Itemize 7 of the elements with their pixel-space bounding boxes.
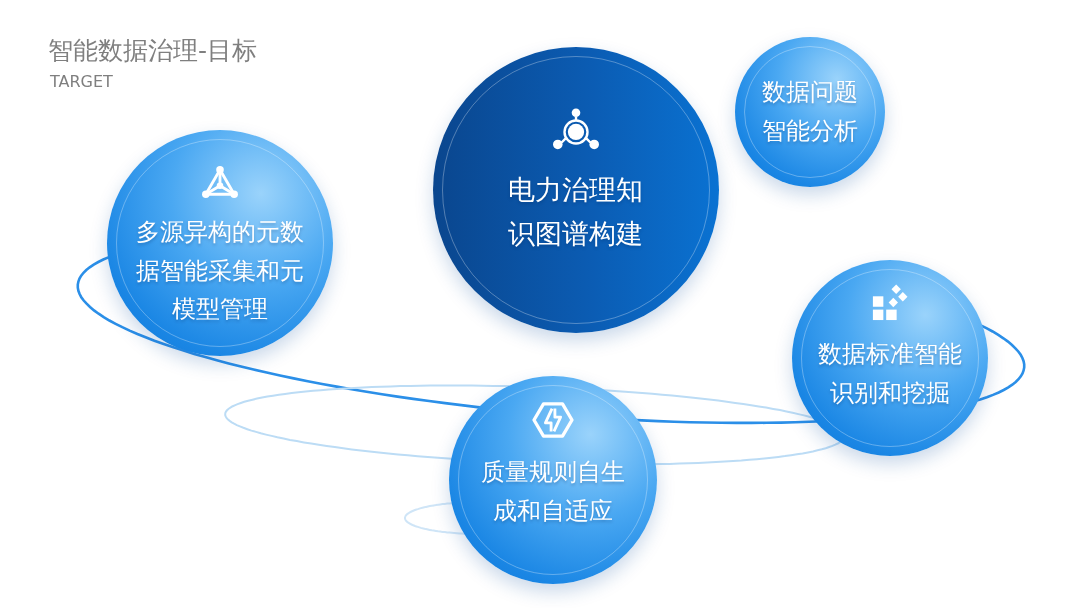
goal-text: 电力治理知识图谱构建 xyxy=(507,173,645,251)
goal-text: 数据问题智能分析 xyxy=(761,77,859,147)
goal-text: 质量规则自生成和自适应 xyxy=(480,457,626,527)
goal-text: 数据标准智能识别和挖掘 xyxy=(817,339,963,409)
title: 智能数据治理-目标 xyxy=(48,36,258,66)
goal-text: 多源异构的元数据智能采集和元模型管理 xyxy=(135,216,305,326)
subtitle: TARGET xyxy=(50,72,113,92)
